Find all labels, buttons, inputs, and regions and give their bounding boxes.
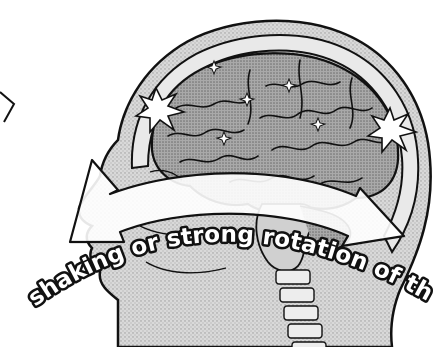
small-arrow-icon <box>0 92 14 122</box>
